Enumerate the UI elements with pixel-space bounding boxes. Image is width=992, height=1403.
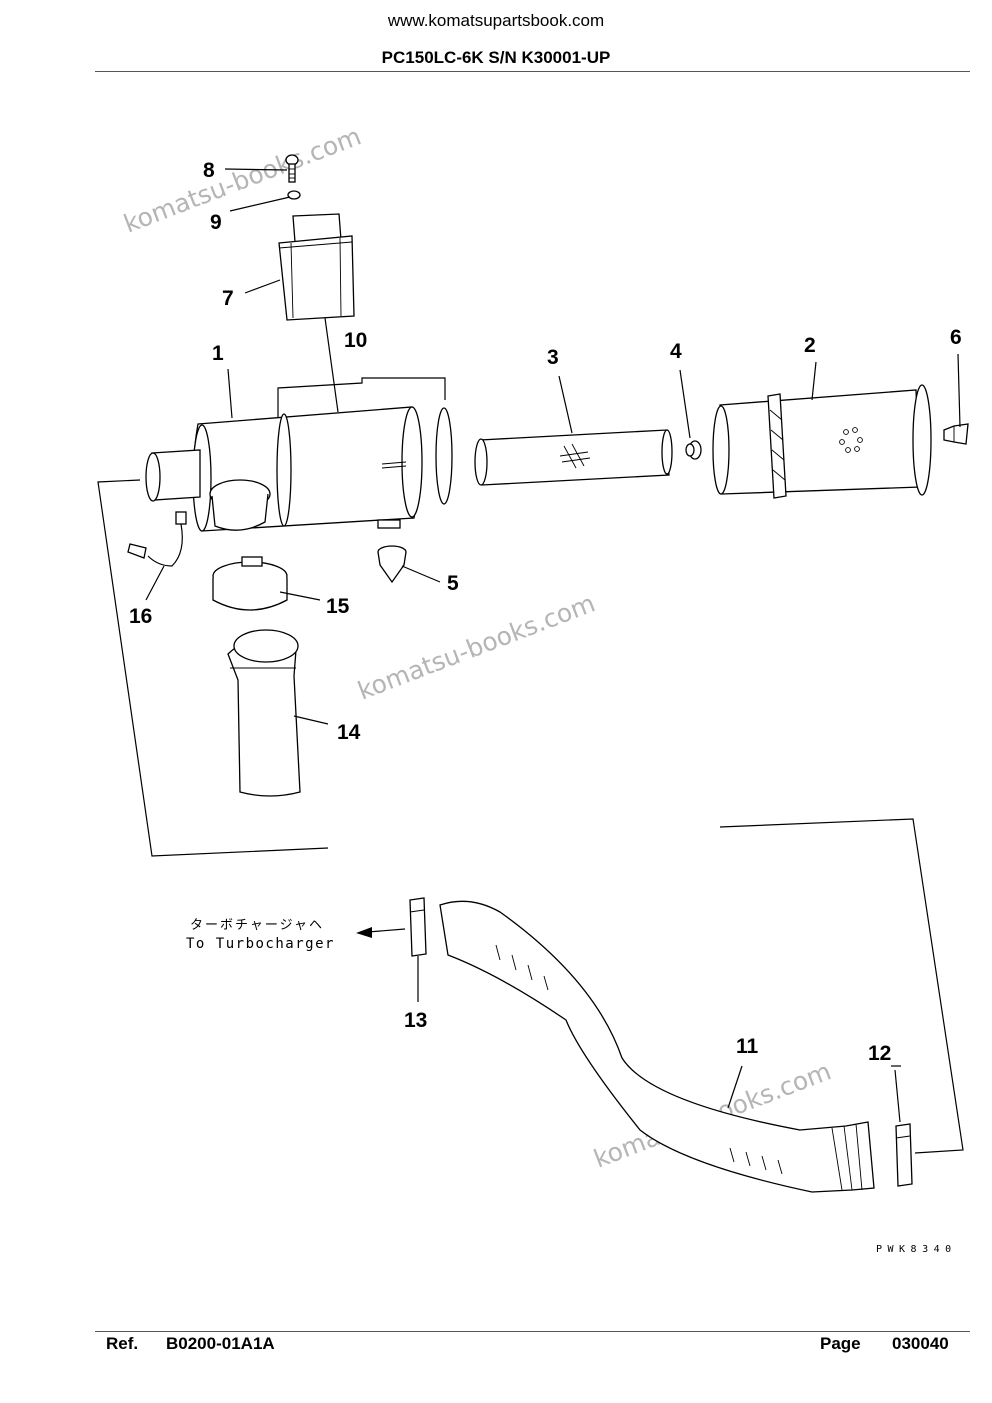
evacuator-valve-part-5 [377, 545, 407, 584]
clamp-part-13 [409, 897, 427, 957]
header-divider [95, 71, 970, 72]
arrow-label-japanese: ターボチャージャヘ [190, 918, 324, 933]
nut-part-4 [685, 440, 702, 460]
callout-6: 6 [950, 326, 962, 349]
washer-part-9 [287, 190, 301, 200]
clamp-part-15 [212, 556, 288, 611]
callout-8: 8 [203, 159, 215, 182]
callout-4: 4 [670, 340, 682, 363]
callout-16: 16 [129, 605, 152, 628]
leader-lines [145, 168, 961, 1123]
site-url: www.komatsupartsbook.com [387, 11, 605, 30]
elbow-hose-part-14 [227, 629, 301, 797]
group-outline-upper [97, 479, 329, 857]
callout-11: 11 [736, 1035, 759, 1058]
cap-part-7 [278, 213, 355, 321]
footer-divider [95, 1331, 970, 1332]
wing-nut-part-6 [943, 423, 969, 445]
callout-1: 1 [212, 342, 224, 365]
ref-label: Ref. [106, 1334, 139, 1353]
ref-value: B0200-01A1A [166, 1334, 275, 1353]
callout-5: 5 [447, 572, 459, 595]
inner-element-part-3 [474, 429, 673, 486]
callout-15: 15 [326, 595, 350, 618]
callout-12: 12 [868, 1042, 891, 1065]
callout-10: 10 [344, 329, 367, 352]
callout-9: 9 [210, 211, 222, 234]
bolt-part-8 [285, 154, 299, 183]
gasket-part-10 [435, 407, 453, 505]
watermark: komatsu-books.com [354, 588, 599, 705]
clamp-part-12 [895, 1123, 913, 1187]
callout-3: 3 [547, 346, 559, 369]
page-number: 030040 [892, 1334, 949, 1353]
outer-element-part-2 [712, 384, 932, 499]
callout-13: 13 [404, 1009, 427, 1032]
dust-indicator-sensor-part-16 [127, 511, 187, 567]
page-label: Page [820, 1334, 861, 1353]
arrow-label-english: To Turbocharger [186, 936, 335, 952]
callout-14: 14 [337, 721, 361, 744]
callout-2: 2 [804, 334, 816, 357]
model-title: PC150LC-6K S/N K30001-UP [381, 48, 611, 67]
air-cleaner-body-part-1 [145, 406, 423, 532]
group-outline-lower [719, 818, 964, 1154]
callout-7: 7 [222, 287, 234, 310]
drawing-code: PWK8340 [876, 1244, 957, 1255]
hose-part-11 [439, 900, 875, 1193]
